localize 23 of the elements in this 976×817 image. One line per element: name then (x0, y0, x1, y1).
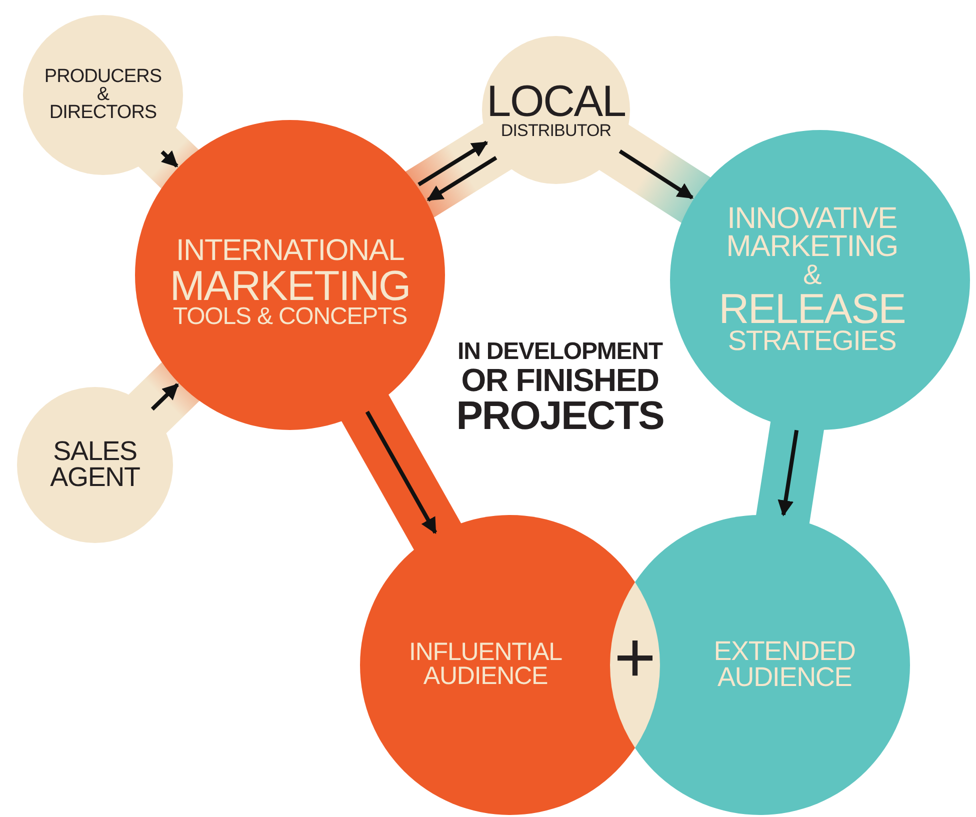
node-text: STRATEGIES (728, 328, 896, 356)
center-label: PROJECTS (456, 396, 664, 436)
circle-node (482, 36, 630, 184)
node-text: MARKETING (170, 266, 410, 306)
node-text: EXTENDED AUDIENCE (712, 639, 856, 691)
center-label: OR FINISHED (461, 364, 659, 396)
node-text: LOCAL (486, 81, 626, 123)
node-text: INTERNATIONAL (176, 237, 404, 266)
node-text: PRODUCERS & DIRECTORS (43, 68, 163, 122)
node-text: SALES AGENT (49, 439, 141, 491)
node-text: TOOLS & CONCEPTS (172, 306, 407, 329)
center-label: IN DEVELOPMENT (458, 340, 662, 364)
circle-node (17, 387, 173, 543)
arrow (426, 156, 498, 202)
circle-node (670, 130, 970, 430)
node-text: RELEASE (718, 288, 906, 328)
plus-sign: + (612, 622, 658, 694)
circle-node (23, 15, 183, 175)
node-text: INNOVATIVE MARKETING (725, 204, 899, 262)
node-text: DISTRIBUTOR (500, 122, 612, 139)
circle-node (135, 120, 445, 430)
node-text: INFLUENTIAL AUDIENCE (408, 641, 563, 689)
node-text: & (803, 262, 821, 289)
